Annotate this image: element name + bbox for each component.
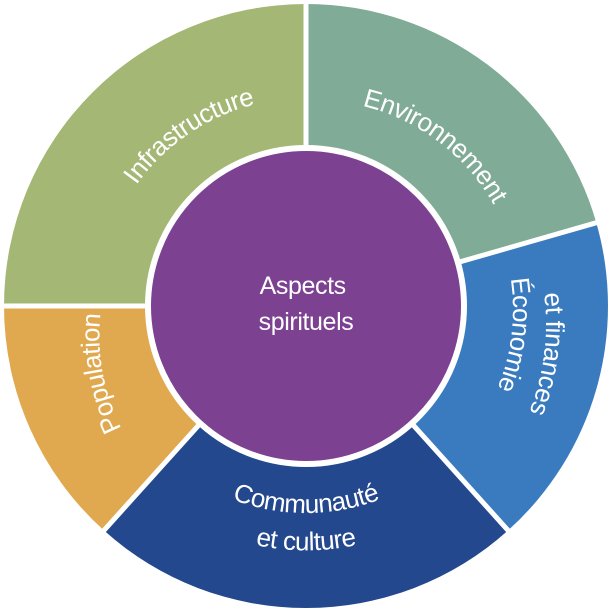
center-circle [145,145,467,467]
segment-infrastructure [4,4,306,306]
segment-divider-4 [408,420,512,534]
center-label-line-2: spirituels [259,308,354,336]
segment-communaute [103,423,509,608]
center-label: Aspects spirituels [259,272,354,336]
segment-economie [411,222,608,531]
center-label-line-1: Aspects [260,272,346,300]
segment-label-communaute-line-2: et culture [254,521,358,556]
segment-divider-3 [455,219,599,266]
segment-divider-5 [100,420,204,534]
segment-environnement [306,4,597,263]
dividers-layer [2,2,599,534]
